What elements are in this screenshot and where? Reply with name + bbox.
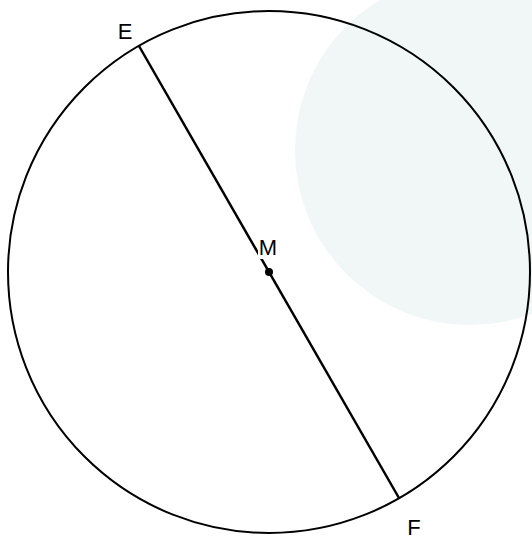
circle-outline (8, 11, 530, 533)
point-label: M (258, 237, 278, 259)
center-point (265, 268, 273, 276)
watermark-illustration (295, 0, 532, 325)
point-label: E (117, 21, 134, 43)
point-label: F (406, 517, 421, 539)
diameter-line (139, 46, 399, 498)
